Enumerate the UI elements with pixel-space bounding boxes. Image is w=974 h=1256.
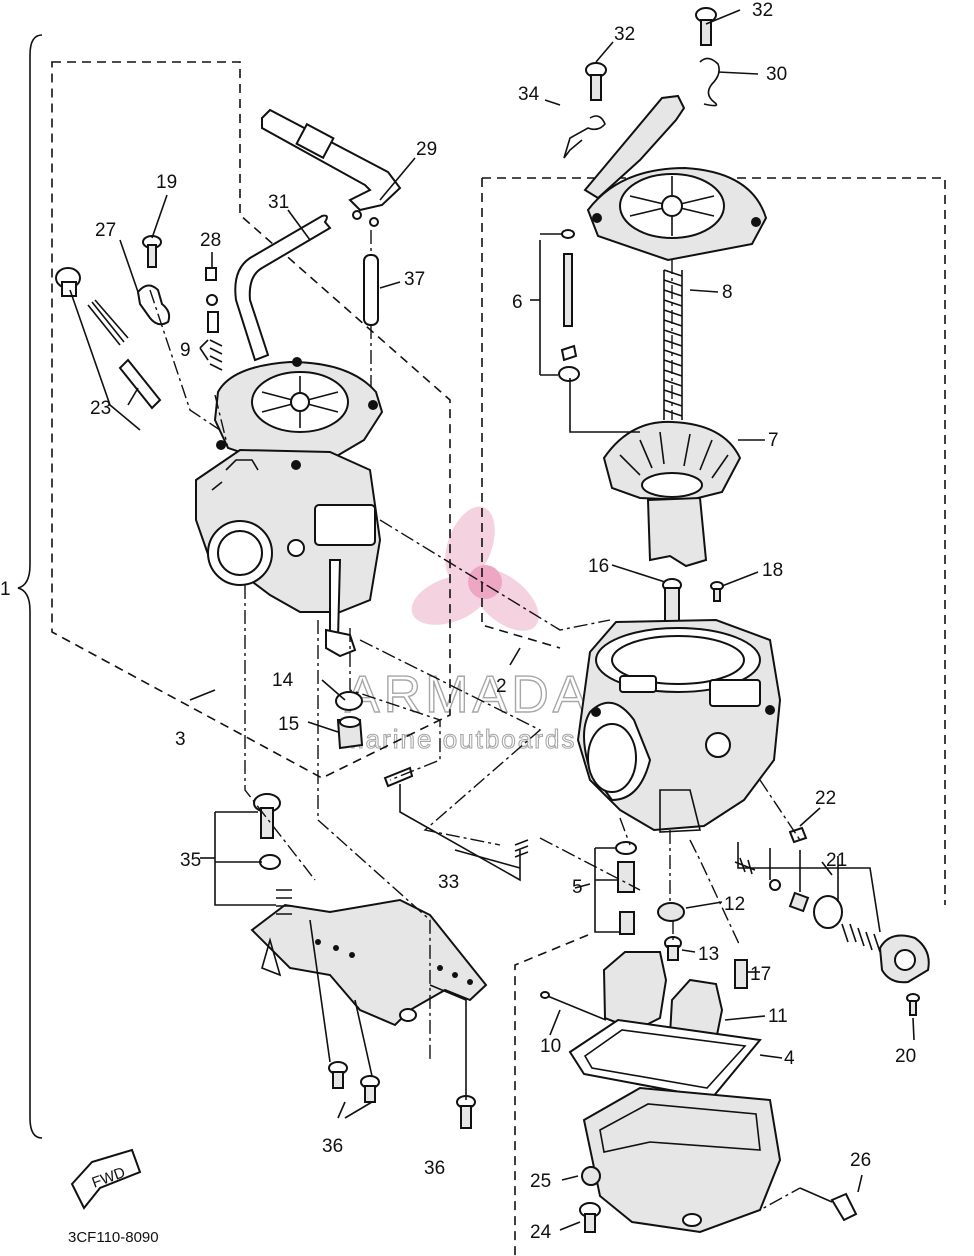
callout-label: 3 [175, 729, 186, 750]
screw-32a [585, 62, 607, 101]
callout-label: 20 [895, 1046, 916, 1067]
callout-label: 27 [95, 220, 116, 241]
pipe-37 [363, 254, 379, 326]
screw-32b [695, 7, 717, 46]
callout-label: 31 [268, 192, 289, 213]
bolt-36a [328, 1061, 380, 1103]
adjust-screw-23 [55, 267, 162, 410]
screw-24 [579, 1202, 601, 1233]
spring-8 [663, 269, 683, 420]
screw-18 [710, 581, 724, 602]
needle-set-6 [558, 229, 580, 382]
callout-label: 26 [850, 1150, 871, 1171]
callout-label: 10 [540, 1036, 561, 1057]
callout-label: 37 [404, 269, 425, 290]
callout-label: 32 [752, 0, 773, 21]
right-carb-boundary-left [481, 178, 561, 649]
callout-label: 16 [588, 556, 609, 577]
jet-13 [664, 936, 682, 961]
callout-label: 23 [90, 398, 111, 419]
pin-10 [540, 991, 607, 1021]
callout-label: 36 [322, 1136, 343, 1157]
callout-label: 6 [512, 292, 523, 313]
clip-34 [563, 115, 606, 159]
screw-26 [799, 1187, 858, 1222]
callout-label: 1 [0, 579, 11, 600]
callout-label: 32 [614, 24, 635, 45]
bolt-36b [456, 1095, 476, 1129]
screw-22 [788, 826, 808, 844]
callout-label: 13 [698, 944, 719, 965]
callout-label: 18 [762, 560, 783, 581]
callout-label: 25 [530, 1171, 551, 1192]
watermark-tagline: marine outboards [342, 724, 576, 754]
callout-label: 34 [518, 84, 540, 105]
left-carb-boundary [51, 61, 451, 779]
watermark-propeller-logo [411, 506, 539, 631]
callout-label: 33 [438, 872, 459, 893]
jet-set-5 [615, 841, 637, 935]
float-chamber [582, 1086, 782, 1234]
callout-label: 11 [768, 1006, 788, 1027]
callout-label: 28 [200, 230, 221, 251]
fuel-hose-31 [234, 214, 332, 362]
washer-14 [335, 691, 363, 711]
left-carburetor [195, 357, 384, 658]
callout-label: 15 [278, 714, 299, 735]
screw-33 [383, 766, 414, 788]
pilot-screw-set-21 [734, 857, 930, 984]
center-lines [149, 260, 801, 1233]
callout-label: 8 [722, 282, 733, 303]
nut-15 [336, 716, 364, 750]
screw-19 [142, 235, 162, 268]
vent-pipe-29 [261, 108, 402, 227]
callout-label: 24 [530, 1222, 552, 1243]
callout-label: 12 [724, 894, 745, 915]
callout-label: 22 [815, 788, 836, 809]
callout-label: 36 [424, 1158, 445, 1179]
callout-label: 29 [416, 139, 437, 160]
callout-label: 14 [272, 670, 294, 691]
callout-label: 5 [572, 877, 583, 898]
clip-30 [699, 57, 720, 107]
plug-28 [205, 267, 218, 306]
callout-label: 21 [826, 850, 847, 871]
callout-label: 17 [750, 964, 771, 985]
callout-label: 4 [784, 1048, 795, 1069]
bracket-plate [250, 898, 488, 1027]
callout-label: 9 [180, 340, 191, 361]
drawing-code: 3CF110-8090 [68, 1229, 159, 1246]
plug-17 [734, 959, 748, 989]
assembly-brace [17, 34, 43, 1139]
spring-33b [514, 839, 529, 858]
callout-label: 30 [766, 64, 787, 85]
plunger-9 [207, 311, 223, 371]
callout-label: 2 [496, 676, 507, 697]
watermark-brand: ARMADA [345, 666, 591, 724]
callout-label: 7 [768, 430, 779, 451]
right-carb-boundary-lower [514, 934, 589, 1256]
gasket-4 [568, 1018, 762, 1100]
callout-label: 35 [180, 850, 201, 871]
right-carburetor [576, 618, 782, 833]
screw-20 [906, 993, 920, 1016]
screw-35 [253, 793, 292, 915]
leader-lines [119, 9, 915, 1231]
drain-screw-25 [581, 1166, 601, 1186]
diaphragm-cover [586, 166, 768, 262]
callout-label: 19 [156, 172, 177, 193]
clip-27 [136, 284, 171, 326]
fwd-arrow-icon: FWD [70, 1148, 142, 1210]
piston-valve-7 [602, 420, 742, 568]
callout-labels: 1 2 3 4 5 6 7 8 9 10 11 12 13 14 15 16 1… [0, 0, 916, 1243]
jet-12 [657, 902, 685, 922]
